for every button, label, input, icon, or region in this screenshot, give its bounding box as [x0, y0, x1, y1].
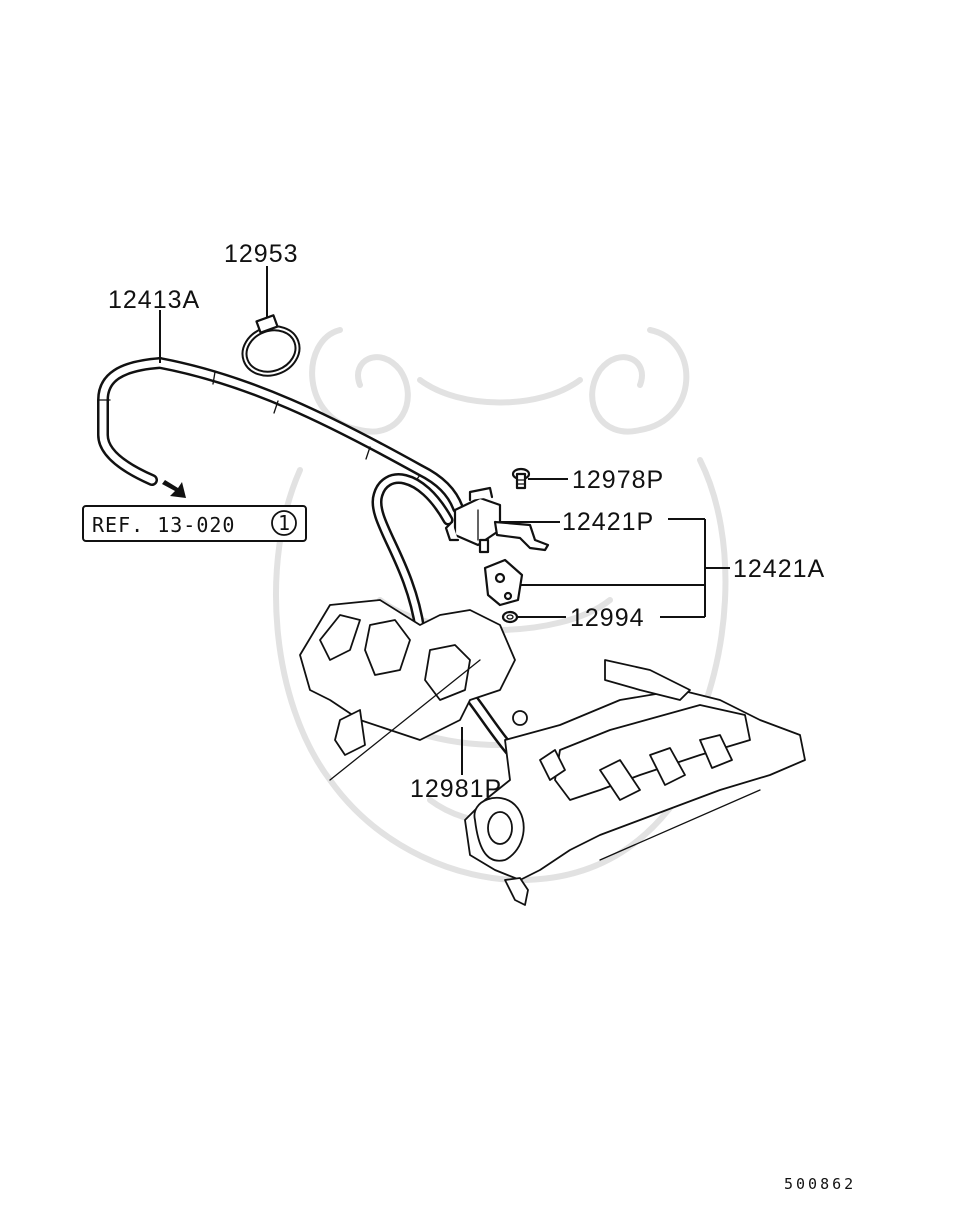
clamp-12953 — [241, 314, 301, 377]
callout-12981p[interactable]: 12981P — [410, 775, 502, 803]
diagram-code: 500862 — [784, 1175, 856, 1193]
reference-circle-number: 1 — [278, 511, 291, 535]
callout-12994[interactable]: 12994 — [570, 604, 645, 632]
callout-12413a[interactable]: 12413A — [108, 286, 200, 314]
hose-12413a — [97, 357, 464, 514]
callout-12421p[interactable]: 12421P — [562, 508, 654, 536]
valve-bracket — [483, 520, 550, 607]
vacuum-hose-upper — [371, 473, 454, 636]
leader-lines — [159, 266, 730, 775]
reference-box[interactable]: REF. 13-020 1 — [82, 505, 307, 542]
bolt-12978p — [511, 467, 531, 490]
solenoid-valve-12421p — [444, 486, 502, 554]
engine-assembly — [299, 599, 806, 906]
callout-12421a[interactable]: 12421A — [733, 555, 825, 583]
arrow-down-right-icon — [162, 480, 186, 498]
callout-12978p[interactable]: 12978P — [572, 466, 664, 494]
reference-text: REF. 13-020 — [92, 513, 235, 537]
callout-12953[interactable]: 12953 — [224, 240, 299, 268]
nut-12994 — [501, 610, 519, 624]
